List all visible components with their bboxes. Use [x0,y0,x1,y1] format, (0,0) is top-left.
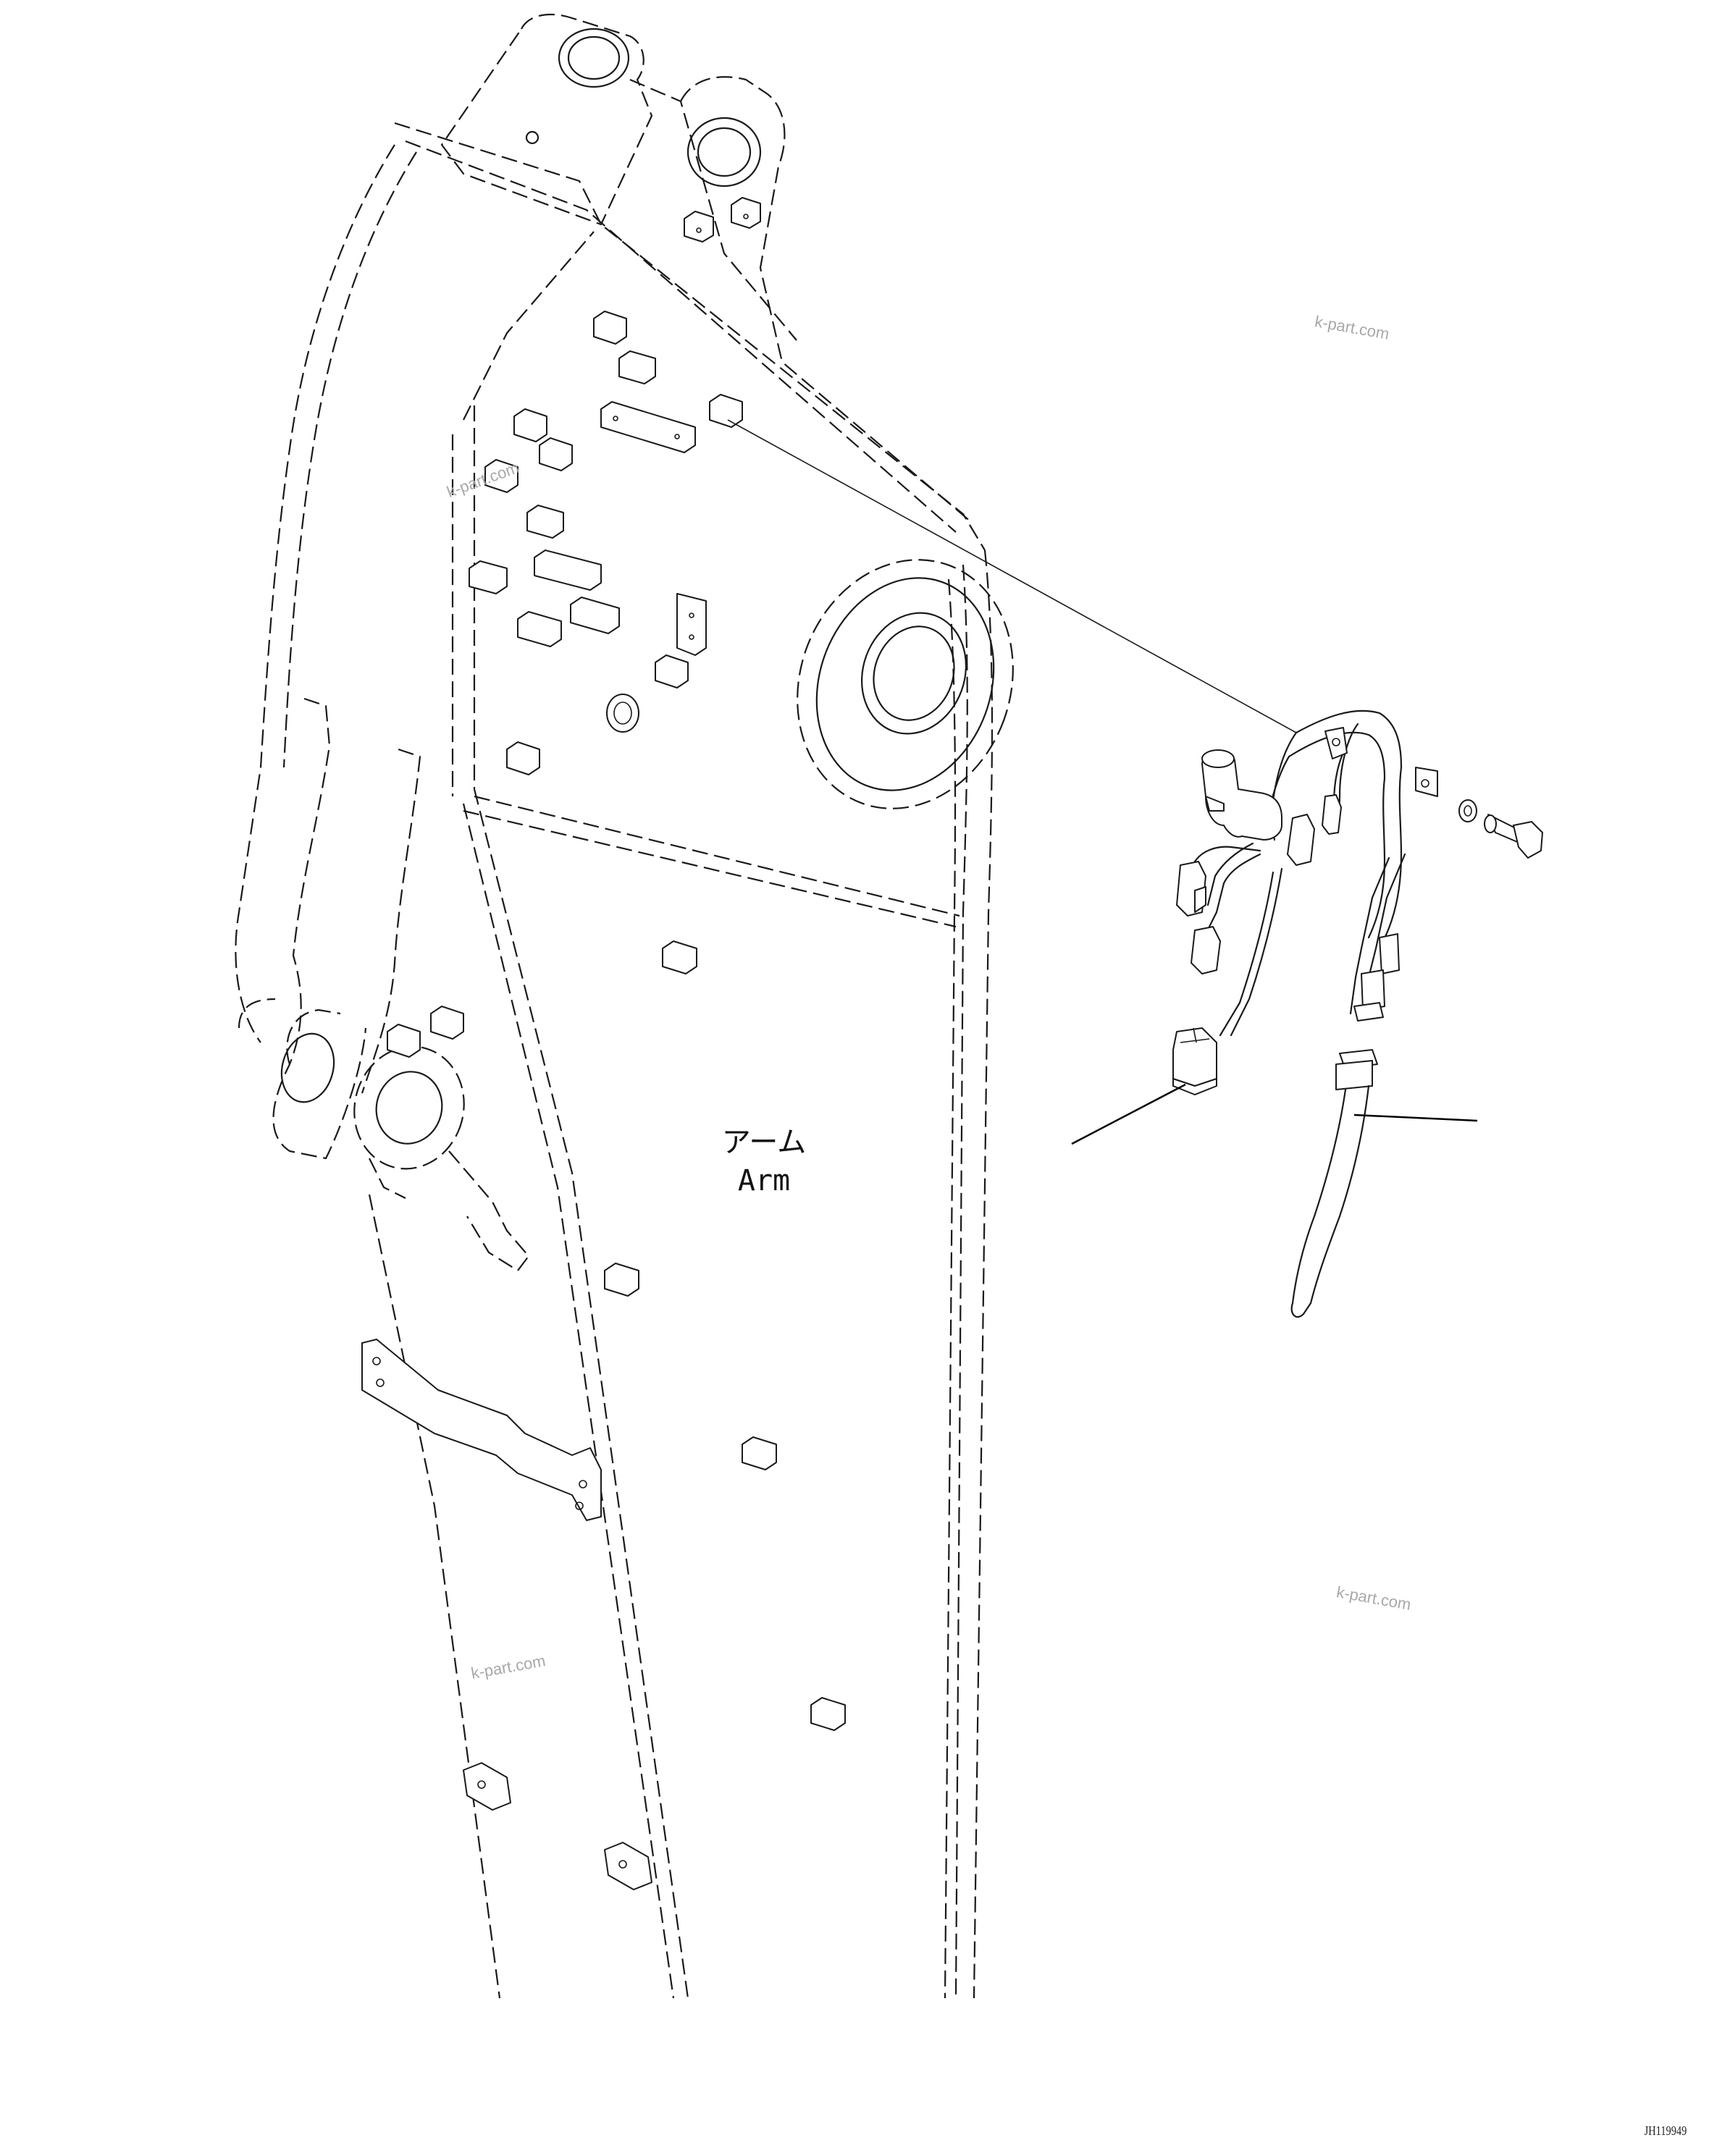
clamp-block [513,408,547,442]
clamp-block [742,1436,777,1470]
harness-connector [1172,1027,1217,1095]
clamp-block [618,350,656,384]
clamp-bracket [463,1762,511,1811]
clamp-block [430,1006,464,1040]
clamp-bar [600,401,696,453]
clamp-block [469,560,508,594]
bucket-link-brackets [238,697,530,1272]
top-bracket [440,13,971,522]
clamp-block [810,1697,846,1731]
arm-body [235,122,994,1999]
clamp-block [517,611,562,647]
clamp-bar [676,593,707,656]
long-bracket-plate [361,1339,602,1521]
drawing-code: JH119949 [1644,2123,1687,2138]
clamp-block [506,741,540,775]
clamp-block [526,505,564,539]
washer [1458,799,1477,822]
arm-boss [797,559,1014,809]
clamp-block [484,459,518,493]
clamp-bracket [604,1842,652,1890]
wire-harness [727,419,1543,1318]
clamp-bar [534,549,602,591]
leader-line-connector [1071,1083,1186,1145]
leader-line-harness [1353,1113,1478,1122]
clamp-block [684,211,714,243]
clamp-block [604,1263,639,1297]
part-label-en: Arm [737,1164,791,1197]
clamp-block [593,311,627,345]
clamp-block [662,940,697,974]
clamp-block [655,654,689,689]
clamp-block [539,437,573,471]
boss-nut [606,694,639,733]
clamp-block [387,1024,421,1058]
clamp-block [709,394,743,428]
clamp-block [731,197,761,229]
bolt [1484,814,1543,859]
part-label-jp: アーム [721,1126,807,1159]
clamp-block [570,597,620,634]
arm-clamps [361,197,846,1890]
